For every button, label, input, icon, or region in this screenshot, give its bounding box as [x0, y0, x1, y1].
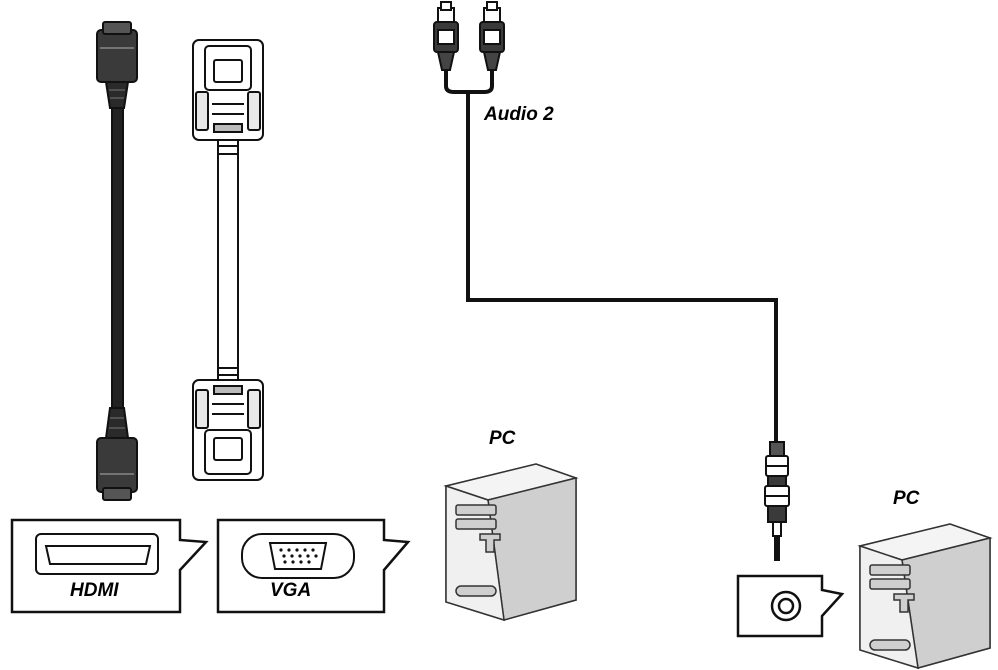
pc-tower-icon: [443, 463, 579, 622]
hdmi-port-icon: [10, 518, 209, 614]
pc-left-label: PC: [489, 428, 516, 449]
pc-tower-icon: [857, 523, 993, 670]
hdmi-cable-icon: [96, 21, 138, 501]
hdmi-port-label: HDMI: [70, 580, 119, 601]
vga-port-label: VGA: [270, 580, 312, 601]
audio-cable-label: Audio 2: [484, 104, 554, 125]
audio-jack-port-icon: [736, 574, 845, 638]
vga-port-icon: [216, 518, 411, 614]
rca-audio-cable-icon: [433, 1, 790, 561]
pc-right-label: PC: [893, 488, 920, 509]
vga-cable-icon: [192, 39, 264, 481]
